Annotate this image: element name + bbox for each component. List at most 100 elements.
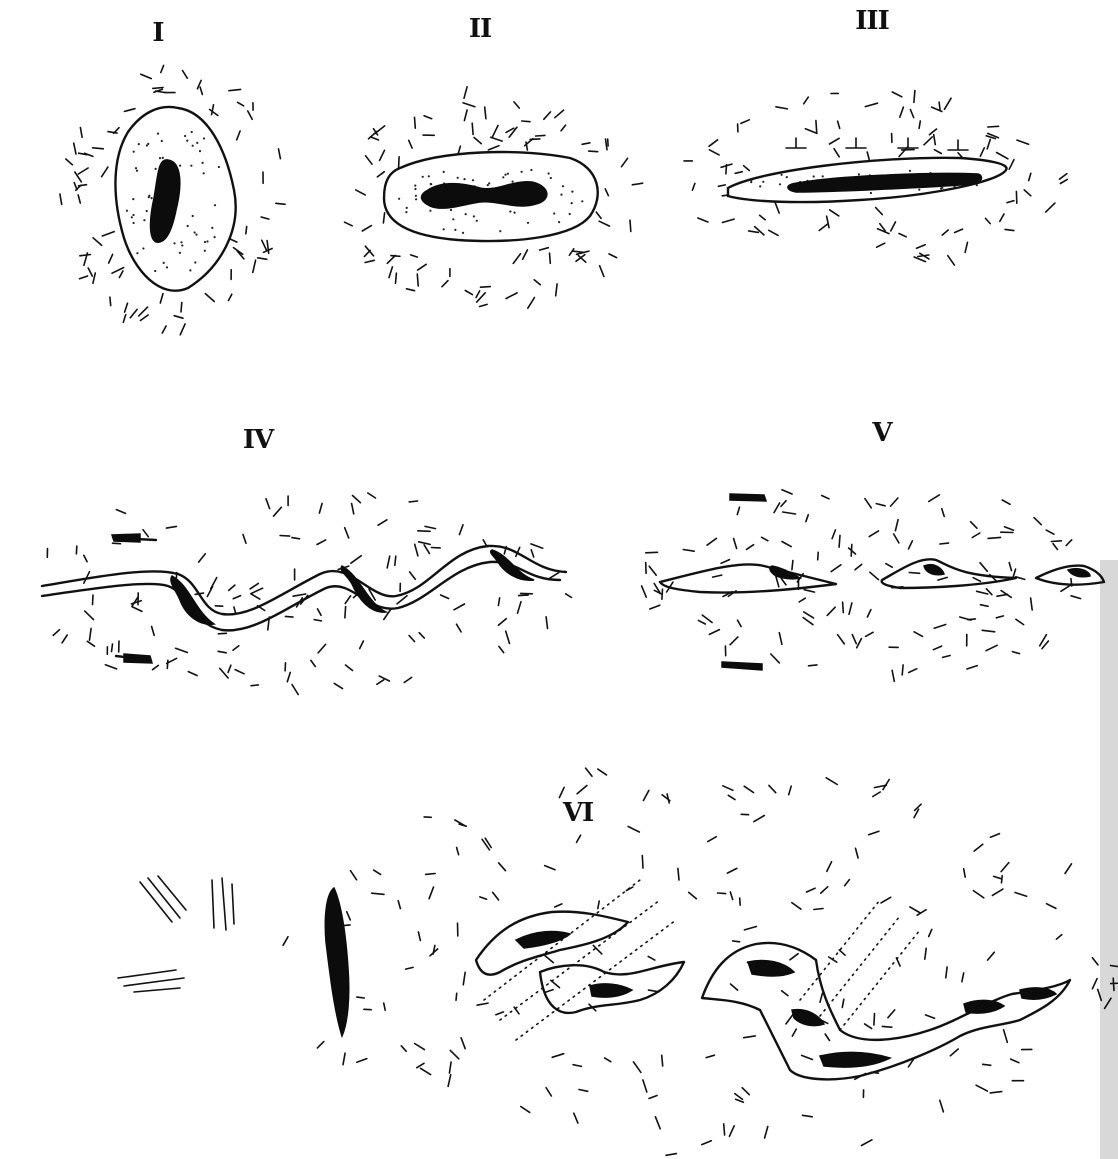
host-rock-tick <box>942 509 944 517</box>
stipple-dot <box>488 182 490 184</box>
panel-vi-shear-sense-symbols <box>118 876 234 992</box>
host-rock-tick <box>775 201 780 213</box>
host-rock-tick <box>802 1055 813 1059</box>
host-rock-tick <box>842 999 844 1007</box>
host-rock-tick <box>387 556 390 568</box>
host-rock-tick <box>80 255 91 256</box>
host-rock-tick <box>997 153 1008 159</box>
stipple-dot <box>186 140 188 142</box>
host-rock-tick <box>648 956 655 960</box>
host-rock-tick <box>1046 530 1054 534</box>
host-rock-tick <box>125 303 128 312</box>
host-rock-tick <box>929 929 932 936</box>
stipple-dot <box>132 214 134 216</box>
stipple-dot <box>452 218 454 220</box>
host-rock-tick <box>280 536 290 537</box>
host-rock-tick <box>598 901 599 909</box>
host-rock-tick <box>357 997 364 998</box>
panel-iii-ore-body <box>684 91 1067 266</box>
stipple-dot <box>415 198 417 200</box>
host-rock-tick <box>419 542 431 545</box>
stipple-dot <box>560 194 562 196</box>
host-rock-tick <box>569 249 573 255</box>
host-rock-tick <box>721 560 729 564</box>
host-rock-tick <box>199 554 206 562</box>
host-rock-tick <box>942 230 948 235</box>
host-rock-tick <box>347 912 351 920</box>
stipple-dot <box>181 244 183 246</box>
host-rock-tick <box>909 541 913 549</box>
host-rock-tick <box>74 183 77 190</box>
host-rock-tick <box>463 972 465 985</box>
host-rock-tick <box>988 537 1000 538</box>
host-rock-tick <box>545 866 555 870</box>
stipple-dot <box>135 167 137 169</box>
host-rock-tick <box>531 550 534 557</box>
host-rock-tick <box>375 126 385 134</box>
host-rock-tick <box>804 590 814 592</box>
host-rock-tick <box>360 641 364 649</box>
host-rock-tick <box>1005 527 1014 531</box>
host-rock-tick <box>1056 935 1061 940</box>
host-rock-tick <box>888 1010 895 1018</box>
host-rock-tick <box>556 284 557 296</box>
host-rock-tick <box>867 610 871 617</box>
host-rock-tick <box>727 868 736 873</box>
host-rock-tick <box>827 607 835 615</box>
host-rock-tick <box>383 213 384 223</box>
host-rock-tick <box>160 294 163 303</box>
host-rock-tick <box>130 309 137 317</box>
host-rock-tick <box>140 315 148 321</box>
host-rock-tick <box>218 651 226 653</box>
host-rock-tick <box>109 254 113 263</box>
host-rock-tick <box>709 630 719 635</box>
host-rock-tick <box>153 665 159 669</box>
stipple-dot <box>473 215 475 217</box>
host-rock-tick <box>1042 641 1048 649</box>
host-rock-tick <box>976 1085 987 1091</box>
host-rock-tick <box>939 102 940 110</box>
host-rock-tick <box>449 1062 451 1073</box>
panel-v-ore-3 <box>1068 569 1090 577</box>
host-rock-tick <box>609 254 617 258</box>
host-rock-tick <box>987 139 990 149</box>
host-rock-tick <box>598 769 607 775</box>
host-rock-tick <box>409 636 414 642</box>
host-rock-tick <box>926 1015 935 1018</box>
host-rock-tick <box>1060 179 1067 183</box>
host-rock-tick <box>519 595 529 596</box>
host-rock-tick <box>902 665 903 675</box>
host-rock-tick <box>827 216 829 228</box>
host-rock-tick <box>84 555 87 561</box>
host-rock-tick <box>167 660 168 668</box>
host-rock-tick <box>955 229 963 232</box>
host-rock-tick <box>692 183 695 190</box>
host-rock-tick <box>334 683 342 688</box>
host-rock-tick <box>200 87 202 94</box>
host-rock-tick <box>188 672 197 676</box>
host-rock-tick <box>366 156 373 165</box>
stipple-dot <box>136 252 138 254</box>
host-rock-tick <box>346 665 353 671</box>
host-rock-tick <box>713 575 722 577</box>
host-rock-tick <box>683 550 694 552</box>
host-rock-tick <box>737 507 739 514</box>
panel-v-ore-2 <box>924 565 944 575</box>
host-rock-tick <box>78 195 80 203</box>
stipple-dot <box>430 183 432 185</box>
stipple-dot <box>414 188 416 190</box>
host-rock-tick <box>807 888 816 892</box>
host-rock-tick <box>940 543 949 544</box>
stipple-dot <box>779 183 781 185</box>
stipple-dot <box>155 168 157 170</box>
host-rock-tick <box>180 324 185 335</box>
host-rock-tick <box>528 298 535 309</box>
stipple-dot <box>202 162 204 164</box>
host-rock-tick <box>980 605 988 607</box>
host-rock-tick <box>630 220 631 231</box>
host-rock-tick <box>1009 160 1014 170</box>
host-rock-tick <box>404 677 412 682</box>
host-rock-tick <box>441 595 449 599</box>
host-rock-tick <box>220 668 228 678</box>
host-rock-tick <box>406 967 414 969</box>
